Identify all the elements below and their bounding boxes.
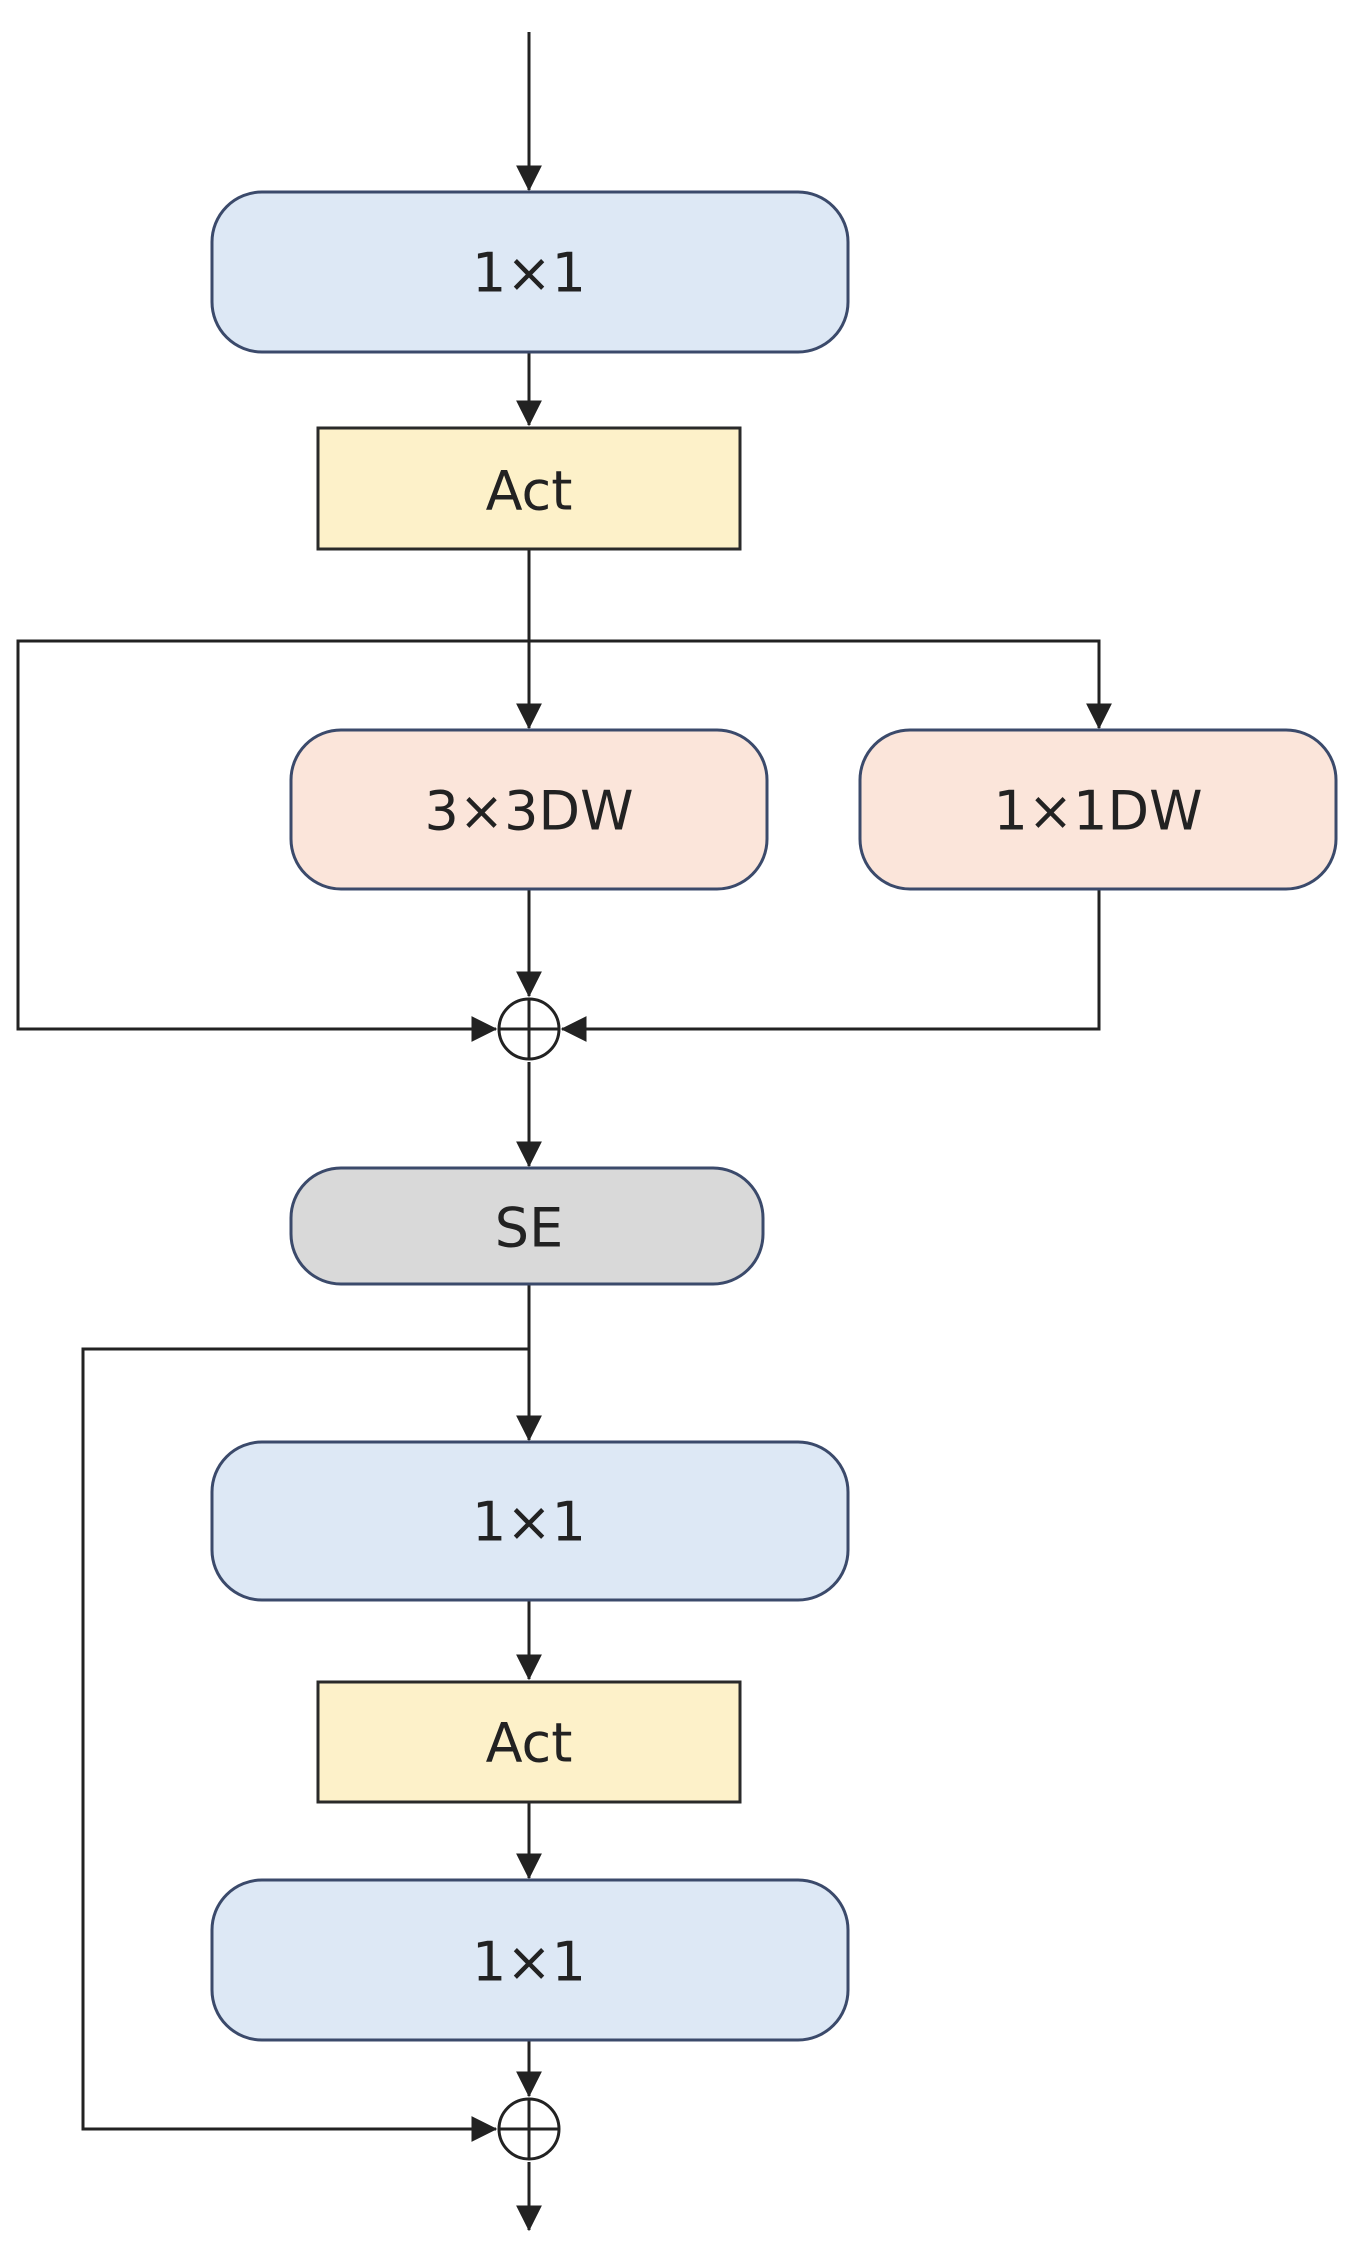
dw3-label: 3×3DW xyxy=(425,780,634,843)
act1-label: Act xyxy=(486,460,573,523)
node-se: SE xyxy=(289,1166,765,1286)
edge-dw1-sum1 xyxy=(560,889,1101,1042)
node-dw3: 3×3DW xyxy=(289,728,769,891)
act2-label: Act xyxy=(486,1712,573,1775)
act2-box xyxy=(316,1680,742,1804)
node-dw1: 1×1DW xyxy=(858,728,1338,891)
sum-node-2 xyxy=(497,2097,561,2161)
node-conv3: 1×1 xyxy=(210,1878,850,2042)
conv2-box xyxy=(210,1440,850,1602)
dw1-box xyxy=(858,728,1338,891)
edges xyxy=(16,32,1112,2232)
edge-residual-skip xyxy=(81,1347,529,2142)
se-label: SE xyxy=(495,1197,563,1260)
node-act1: Act xyxy=(316,426,742,551)
edge-skip-identity xyxy=(16,639,529,1042)
dw3-box xyxy=(289,728,769,891)
conv2-label: 1×1 xyxy=(472,1491,586,1554)
dw1-label: 1×1DW xyxy=(994,780,1203,843)
node-conv2: 1×1 xyxy=(210,1440,850,1602)
sum-node-1 xyxy=(497,997,561,1061)
conv3-label: 1×1 xyxy=(472,1931,586,1994)
conv1-box xyxy=(210,190,850,354)
conv1-label: 1×1 xyxy=(472,242,586,305)
act1-box xyxy=(316,426,742,551)
node-act2: Act xyxy=(316,1680,742,1804)
edge-branch-to-dw1 xyxy=(529,639,1112,730)
se-box xyxy=(289,1166,765,1286)
node-conv1: 1×1 xyxy=(210,190,850,354)
conv3-box xyxy=(210,1878,850,2042)
